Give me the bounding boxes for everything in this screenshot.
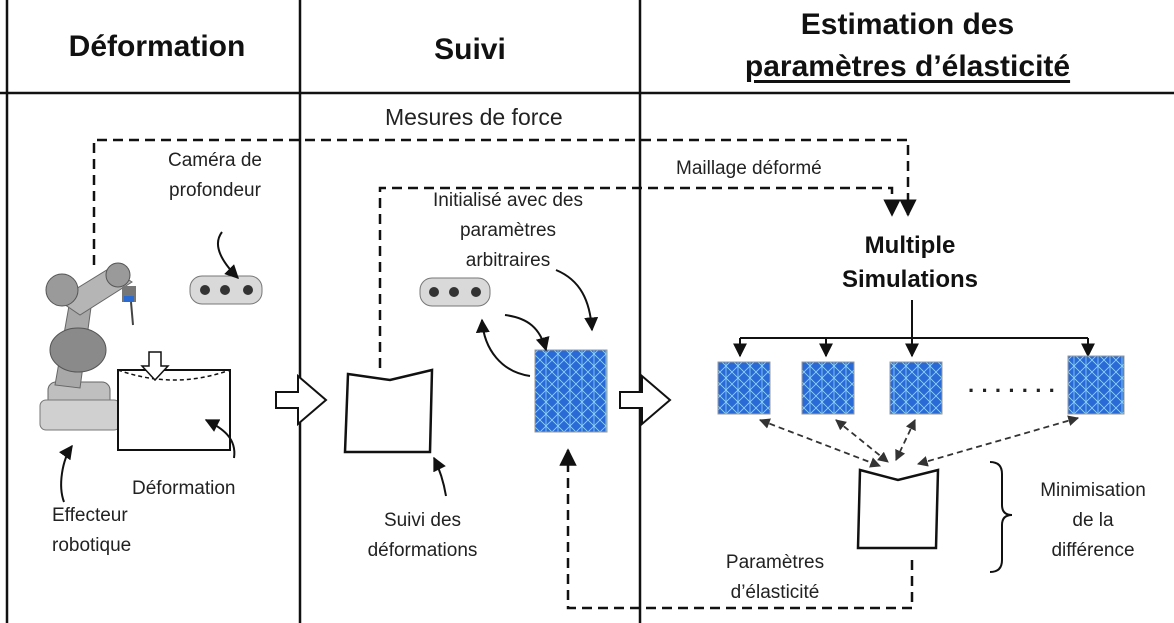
deformation-label: Déformation: [132, 478, 236, 499]
force-measure-label: Mesures de force: [385, 104, 563, 130]
init-label-line3: arbitraires: [465, 250, 551, 271]
simulation-mesh-2: [801, 361, 855, 415]
simulation-mesh-1: [717, 361, 771, 415]
depth-camera-icon: [189, 275, 263, 305]
simulation-mesh-3: [889, 361, 943, 415]
init-label-line1: Initialisé avec des: [433, 190, 583, 211]
force-measure-connector: [92, 138, 917, 265]
multiple-simulations-line2: Simulations: [841, 266, 979, 293]
tracking-label-line2: déformations: [367, 540, 478, 561]
minimisation-label-line3: différence: [1051, 540, 1135, 561]
column-header-deformation: Déformation: [68, 30, 246, 63]
camera-label-line2: profondeur: [169, 180, 261, 201]
comparison-arrows: [758, 415, 1080, 468]
simulation-branches: [733, 300, 1095, 358]
multiple-simulations-line1: Multiple: [864, 232, 956, 259]
elasticity-params-label-line1: Paramètres: [725, 552, 825, 573]
comparison-contour: [856, 468, 940, 550]
camera-label-line1: Caméra de: [168, 150, 262, 171]
effector-label-line1: Effecteur: [52, 505, 128, 526]
init-label-line2: paramètres: [459, 220, 557, 241]
column-header-estimation-line1: Estimation des: [800, 8, 1015, 41]
elasticity-params-label-line2: d’élasticité: [730, 582, 820, 603]
simulation-mesh-4: [1067, 355, 1125, 415]
column-header-tracking: Suivi: [434, 33, 506, 66]
flow-arrow-1: [275, 373, 328, 427]
robot-arm-icon: [39, 262, 136, 431]
ellipsis-dots: · · · · · · ·: [968, 378, 1056, 403]
deformable-block: [117, 351, 231, 451]
difference-brace: [989, 461, 1013, 573]
tracked-contour: [343, 368, 434, 454]
effector-label-line2: robotique: [52, 535, 132, 556]
flow-arrow-2: [619, 373, 672, 427]
tracking-label-line1: Suivi des: [383, 510, 462, 531]
deformed-mesh-connector: [378, 186, 901, 368]
column-header-estimation-line2: paramètres d’élasticité: [744, 50, 1071, 83]
depth-camera-icon-2: [419, 277, 491, 307]
minimisation-label-line1: Minimisation: [1040, 480, 1146, 501]
elasticity-feedback-connector: [559, 448, 914, 610]
deformed-mesh-label: Maillage déformé: [676, 158, 822, 179]
mesh-cube-initial: [534, 349, 608, 433]
minimisation-label-line2: de la: [1072, 510, 1114, 531]
